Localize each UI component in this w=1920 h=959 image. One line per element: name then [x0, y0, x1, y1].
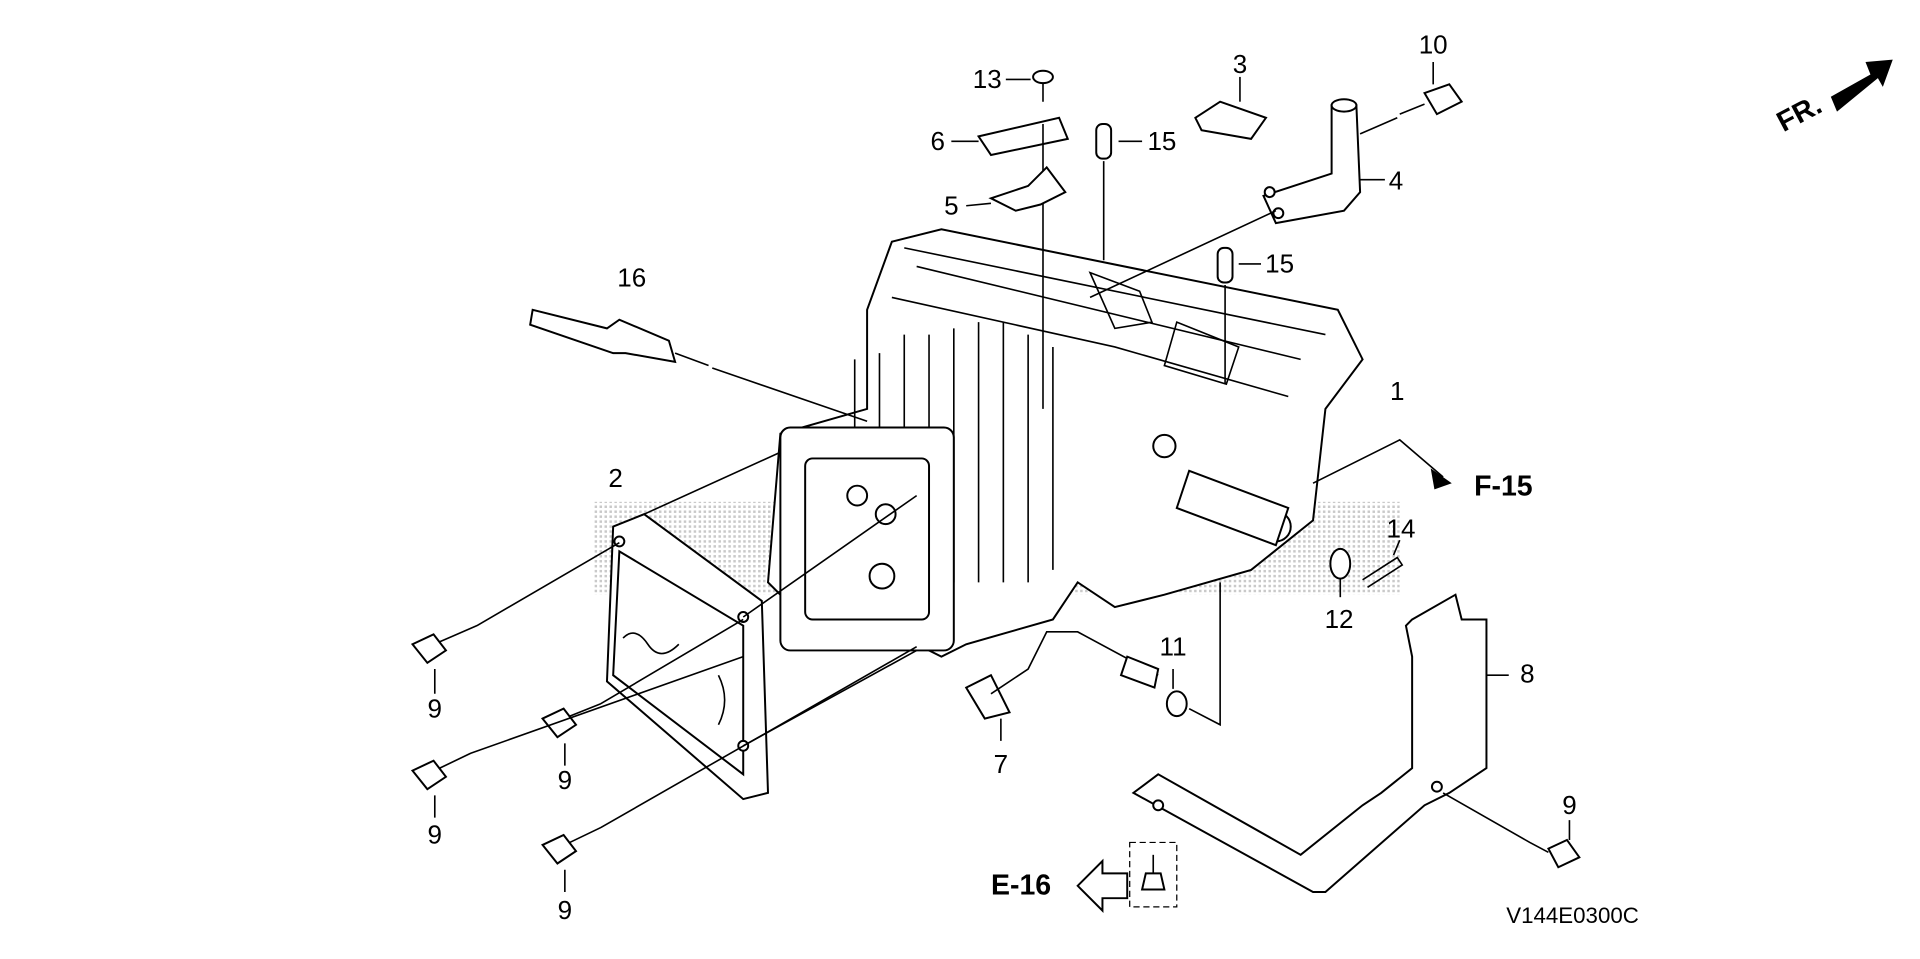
callout-4: 4 [1389, 166, 1403, 196]
cylinder-block [766, 228, 1364, 658]
bolt-9b [540, 618, 744, 766]
callout-9: 9 [558, 765, 572, 795]
clip-5 [966, 165, 1067, 212]
rod-7 [964, 631, 1160, 741]
callout-9: 9 [428, 693, 442, 723]
bolt-9d [540, 646, 918, 892]
head-cover [605, 513, 770, 801]
callout-15: 15 [1147, 126, 1176, 156]
callout-7: 7 [994, 749, 1008, 779]
pin-14 [1362, 539, 1404, 588]
callout-8: 8 [1520, 659, 1534, 689]
diagram-code: V144E0300C [1506, 903, 1639, 928]
bolt-9a [410, 541, 620, 694]
bolt-10 [1359, 62, 1464, 135]
callout-13: 13 [973, 64, 1002, 94]
callout-1: 1 [1390, 376, 1404, 406]
callout-2: 2 [608, 463, 622, 493]
washer-11 [1165, 582, 1221, 727]
callout-16: 16 [617, 262, 646, 292]
callout-5: 5 [944, 190, 958, 220]
bolt-9e [1442, 792, 1581, 869]
nut-12 [1329, 547, 1352, 598]
ref-e16: E-16 [991, 869, 1051, 901]
callout-12: 12 [1325, 604, 1354, 634]
dowel-15a [1095, 122, 1143, 261]
front-direction-arrow: FR. [1772, 59, 1893, 139]
callout-9: 9 [1562, 790, 1576, 820]
e16-reference [1076, 841, 1178, 913]
direction-label: FR. [1772, 89, 1828, 139]
guard-bracket [1131, 593, 1509, 893]
ref-f15: F-15 [1474, 471, 1533, 503]
cap-3 [1194, 76, 1268, 140]
callout-9: 9 [428, 820, 442, 850]
callout-14: 14 [1387, 514, 1416, 544]
spark-plug [529, 308, 868, 423]
callout-10: 10 [1419, 29, 1448, 59]
callout-11: 11 [1160, 631, 1187, 661]
callout-9: 9 [558, 895, 572, 925]
bolt-9c [410, 655, 744, 818]
screw-13 [1005, 69, 1054, 102]
callout-6: 6 [930, 126, 944, 156]
breather-pipe [1089, 98, 1385, 299]
dowel-15b [1216, 246, 1262, 385]
callout-3: 3 [1233, 49, 1247, 79]
callout-15: 15 [1265, 249, 1294, 279]
